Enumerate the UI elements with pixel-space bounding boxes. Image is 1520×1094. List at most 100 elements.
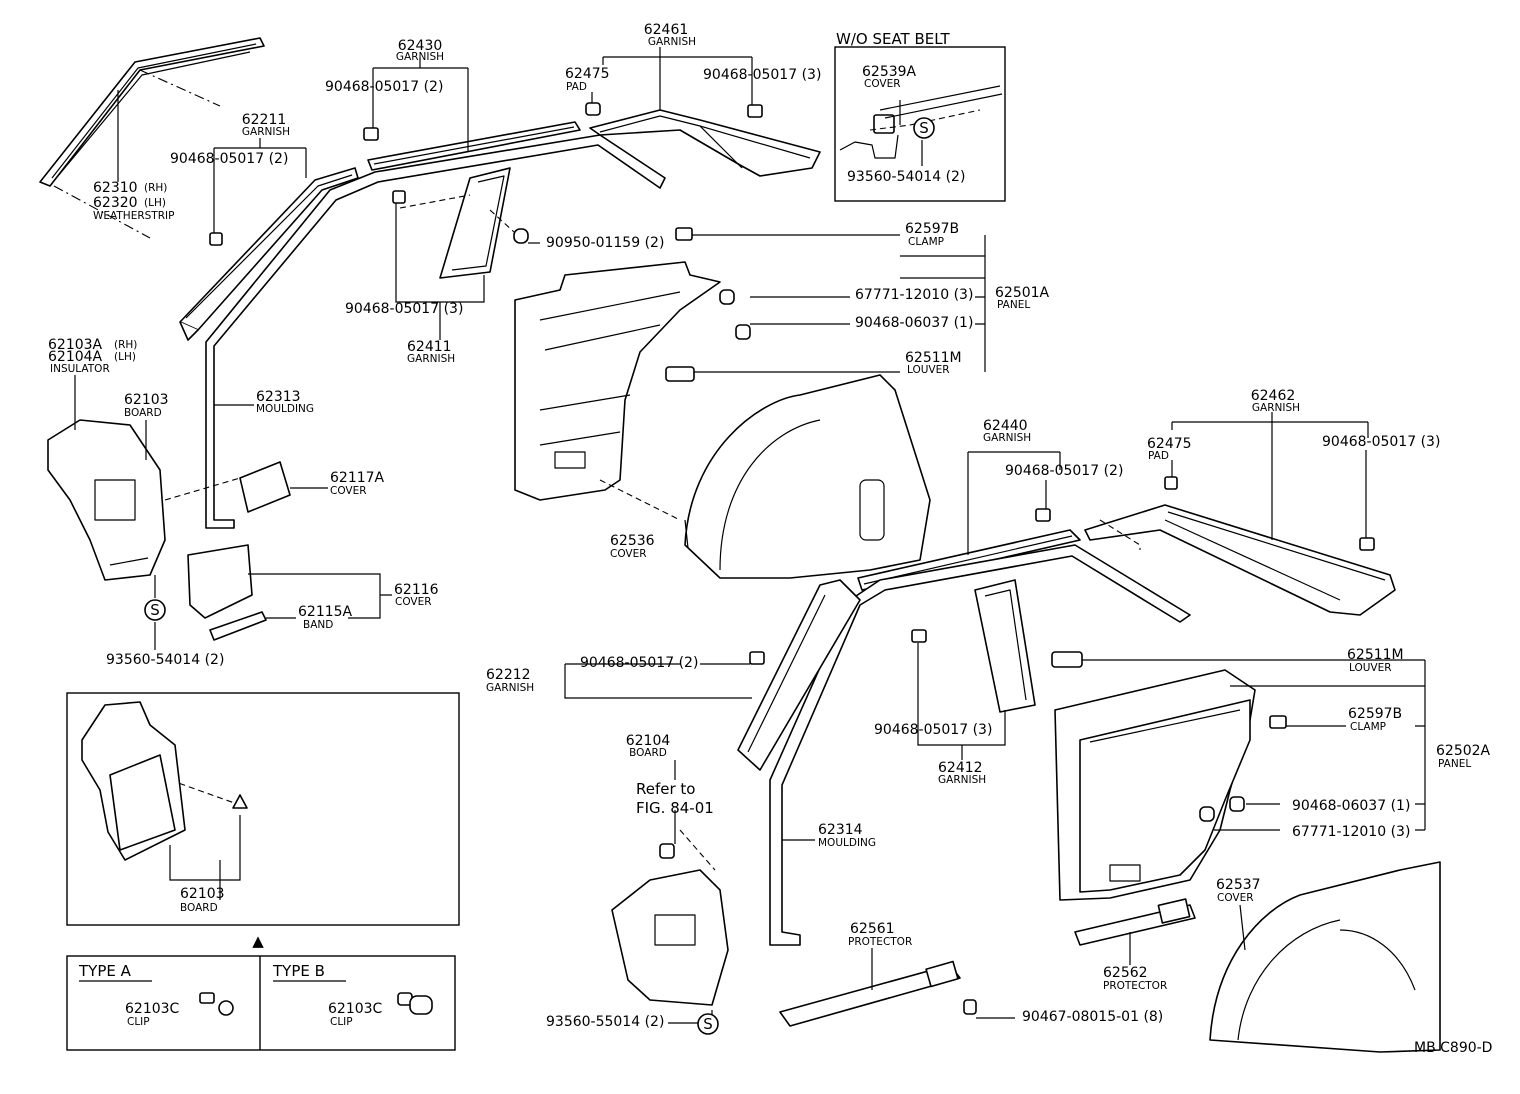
callout-62411: 62411 GARNISH — [407, 339, 455, 365]
cover-62537 — [1209, 861, 1441, 1053]
louver-62511m-upper — [665, 366, 695, 382]
part-caption: BOARD — [629, 747, 667, 759]
part-caption: COVER — [395, 596, 432, 608]
part-caption: GARNISH — [396, 51, 444, 63]
fastener-label: 90468-06037 (1) — [855, 315, 973, 331]
fastener-label: 90467-08015-01 (8) — [1022, 1009, 1163, 1025]
part-caption: GARNISH — [486, 682, 534, 694]
part-number: 62537 — [1216, 877, 1261, 893]
part-caption: BAND — [303, 619, 333, 631]
refer-note: Refer to FIG. 84-01 — [636, 780, 714, 817]
part-caption: CLIP — [330, 1016, 353, 1028]
protector-62562 — [1074, 898, 1196, 946]
callout-62313: 62313 MOULDING — [256, 389, 314, 415]
callout-62597b-upper: 62597B CLAMP — [905, 221, 959, 248]
fastener-label: 90468-06037 (1) — [1292, 798, 1410, 814]
part-number: 62475 — [565, 66, 610, 82]
garnish-62430 — [367, 121, 581, 171]
part-number: 62562 — [1103, 965, 1148, 981]
fastener-label: 67771-12010 (3) — [1292, 824, 1410, 840]
part-number: 62103 — [180, 886, 225, 902]
protector-62561 — [779, 960, 961, 1027]
fastener-label: 93560-54014 (2) — [106, 652, 224, 668]
part-number: 62103C — [328, 1001, 383, 1017]
moulding-62314 — [769, 544, 1191, 946]
fastener-label: 90950-01159 (2) — [546, 235, 664, 251]
inset-seat-belt: W/O SEAT BELT — [834, 30, 1006, 202]
callout-62462: 62462 GARNISH — [1251, 388, 1300, 414]
fastener-label: 90468-05017 (2) — [325, 79, 443, 95]
cover-62116 — [187, 544, 253, 619]
part-suffix: (LH) — [114, 351, 136, 363]
part-suffix: (LH) — [144, 197, 166, 209]
board-62104 — [611, 829, 729, 1006]
part-number: 62461 — [644, 22, 689, 38]
type-a-label: TYPE A — [78, 962, 132, 980]
callout-62502a: 62502A PANEL — [1436, 743, 1491, 770]
callout-62511m-lower: 62511M LOUVER — [1347, 647, 1404, 674]
part-number: 62411 — [407, 339, 452, 355]
part-number: 62502A — [1436, 743, 1491, 759]
part-caption: CLAMP — [1350, 721, 1386, 733]
s-symbol-text: S — [703, 1015, 713, 1033]
part-number: 62211 — [242, 112, 287, 128]
fastener-label: 67771-12010 (3) — [855, 287, 973, 303]
garnish-62461 — [589, 109, 821, 177]
fastener-label: 90468-05017 (3) — [874, 722, 992, 738]
part-caption: COVER — [330, 485, 367, 497]
part-caption: MOULDING — [818, 837, 876, 849]
fastener-label: 90468-05017 (3) — [1322, 434, 1440, 450]
part-caption: GARNISH — [407, 353, 455, 365]
part-number: 62117A — [330, 470, 385, 486]
part-number: 62536 — [610, 533, 655, 549]
part-caption: GARNISH — [938, 774, 986, 786]
callout-62211: 62211 GARNISH — [242, 112, 290, 138]
fastener-label: 90468-05017 (3) — [703, 67, 821, 83]
part-caption: GARNISH — [1252, 402, 1300, 414]
callout-62536: 62536 COVER — [610, 533, 655, 560]
refer-line-2: FIG. 84-01 — [636, 799, 714, 817]
refer-line-1: Refer to — [636, 780, 695, 798]
part-caption: PANEL — [997, 299, 1030, 311]
garnish-62212 — [737, 579, 861, 771]
panel-62501a — [514, 261, 721, 521]
s-symbol-inset: S — [913, 117, 935, 139]
callout-62103c-a: 62103C CLIP — [125, 1001, 180, 1028]
band-62115a — [209, 611, 267, 641]
part-caption: GARNISH — [648, 36, 696, 48]
part-number: 62412 — [938, 760, 983, 776]
fastener-label: 90468-05017 (3) — [345, 301, 463, 317]
leader-lines — [74, 47, 1426, 1024]
part-number: 62561 — [850, 921, 895, 937]
callout-62511m-upper: 62511M LOUVER — [905, 350, 962, 376]
part-number: 62313 — [256, 389, 301, 405]
insulator-62103a — [47, 419, 166, 581]
callout-62562: 62562 PROTECTOR — [1103, 965, 1167, 992]
part-number: 62104A — [48, 349, 103, 365]
callout-62475-a: 62475 PAD — [565, 66, 610, 93]
callout-62115a: 62115A BAND — [298, 604, 353, 631]
part-caption: PANEL — [1438, 758, 1471, 770]
fastener-label: 93560-54014 (2) — [847, 169, 965, 185]
type-table — [66, 955, 456, 1051]
moulding-62313 — [205, 134, 666, 529]
part-number: 62103A — [48, 337, 103, 353]
part-caption: COVER — [610, 548, 647, 560]
callout-62310: 62310 (RH) 62320 (LH) WEATHERSTRIP — [93, 180, 174, 222]
louver-62511m-lower — [1051, 651, 1083, 668]
part-number: 62501A — [995, 285, 1050, 301]
callout-62440: 62440 GARNISH — [983, 418, 1031, 444]
part-number: 62103 — [124, 392, 169, 408]
s-symbol-text: S — [919, 119, 929, 137]
part-caption: COVER — [864, 78, 901, 90]
part-number: 62462 — [1251, 388, 1296, 404]
callout-62103: 62103 BOARD — [124, 392, 169, 419]
callout-62116: 62116 COVER — [394, 582, 439, 608]
callout-62430: 62430 GARNISH — [396, 38, 444, 63]
part-caption: GARNISH — [242, 126, 290, 138]
part-number: 62115A — [298, 604, 353, 620]
callout-62117a: 62117A COVER — [330, 470, 385, 497]
callout-62597b-lower: 62597B CLAMP — [1348, 706, 1402, 733]
inset-seat-belt-title: W/O SEAT BELT — [836, 30, 951, 48]
part-suffix: (RH) — [114, 339, 137, 351]
